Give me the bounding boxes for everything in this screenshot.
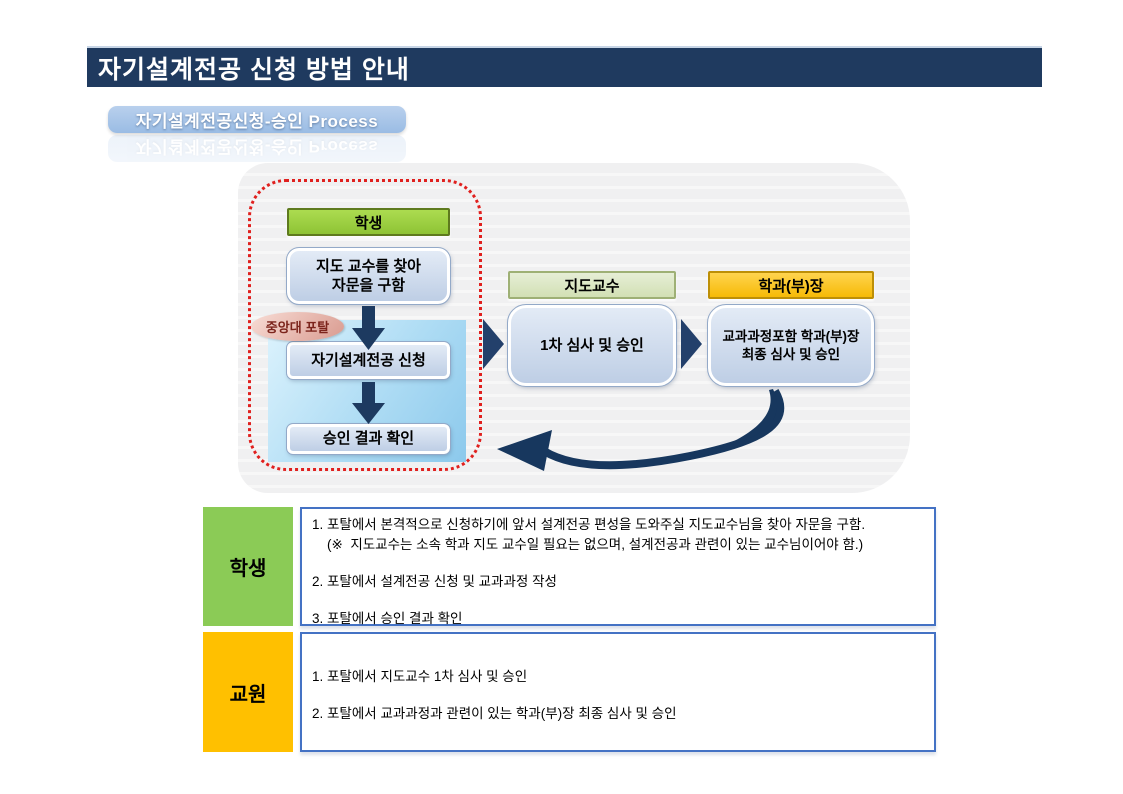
down-arrow-icon [352,382,385,424]
process-label-reflection: 자기설계전공신청-승인 Process [108,135,406,162]
process-label-pill: 자기설계전공신청-승인 Process [108,106,406,133]
note-line: 3. 포탈에서 승인 결과 확인 [312,611,463,626]
approval-result-step-box: 승인 결과 확인 [286,423,451,455]
faculty-notes-box: 1. 포탈에서 지도교수 1차 심사 및 승인 2. 포탈에서 교과과정과 관련… [300,632,936,752]
note-line: 1. 포탈에서 본격적으로 신청하기에 앞서 설계전공 편성을 도와주실 지도교… [312,517,866,532]
slide-title: 자기설계전공 신청 방법 안내 [98,55,410,84]
note-line: 2. 포탈에서 설계전공 신청 및 교과과정 작성 [312,574,557,589]
faculty-row-label: 교원 [203,632,293,752]
student-scope-outline [248,179,482,471]
right-arrow-icon [681,319,702,369]
dept-head-column-header: 학과(부)장 [708,271,874,299]
note-line: 1. 포탈에서 지도교수 1차 심사 및 승인 [312,669,528,684]
right-arrow-icon [483,319,504,369]
slide-title-bar: 자기설계전공 신청 방법 안내 [87,46,1042,87]
final-review-step-box: 교과과정포함 학과(부)장 최종 심사 및 승인 [707,304,875,387]
note-line: 2. 포탈에서 교과과정과 관련이 있는 학과(부)장 최종 심사 및 승인 [312,706,677,721]
consult-step-box: 지도 교수를 찾아 자문을 구함 [286,247,451,305]
student-row-label: 학생 [203,507,293,626]
advisor-column-header: 지도교수 [508,271,676,299]
student-column-header: 학생 [287,208,450,236]
portal-badge: 중앙대 포탈 [251,312,344,341]
return-swoosh-arrow-icon [497,389,785,471]
student-notes-box: 1. 포탈에서 본격적으로 신청하기에 앞서 설계전공 편성을 도와주실 지도교… [300,507,936,626]
process-label-text: 자기설계전공신청-승인 Process [135,112,379,131]
down-arrow-icon [352,306,385,350]
note-line: (※ 지도교수는 소속 학과 지도 교수일 필요는 없으며, 설계전공과 관련이… [312,537,864,552]
first-review-step-box: 1차 심사 및 승인 [507,304,677,387]
